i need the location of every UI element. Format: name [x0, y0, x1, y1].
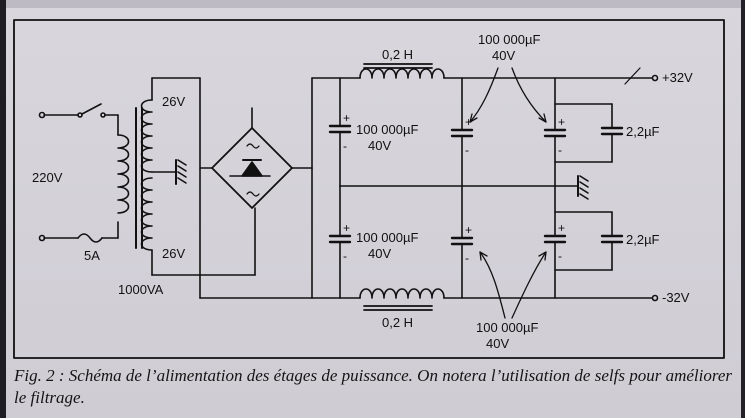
callout-arrows-bottom [479, 251, 547, 319]
svg-text:+: + [343, 111, 350, 125]
svg-text:-: - [343, 249, 347, 263]
label-cap-main-bottom-1: 100 000µF [356, 230, 418, 245]
svg-text:+: + [465, 115, 472, 129]
label-output-positive: +32V [662, 70, 693, 85]
label-cap-callout-top-1: 100 000µF [478, 32, 540, 47]
svg-text:+: + [558, 221, 565, 235]
svg-text:+: + [558, 115, 565, 129]
label-cap-main-top-1: 100 000µF [356, 122, 418, 137]
primary-winding [117, 134, 130, 214]
left-edge [0, 0, 6, 418]
label-cap-small-bottom: 2,2µF [626, 232, 660, 247]
primary-circuit [38, 103, 130, 243]
label-cap-main-top-2: 40V [368, 138, 391, 153]
right-edge [741, 0, 745, 418]
figure-caption: Fig. 2 : Schéma de l’alimentation des ét… [14, 366, 732, 407]
label-transformer-power: 1000VA [118, 282, 164, 297]
label-cap-callout-top-2: 40V [492, 48, 515, 63]
capacitor-out-bottom [543, 185, 567, 299]
label-cap-callout-bottom-1: 100 000µF [476, 320, 538, 335]
capacitor-mid-bottom [450, 185, 474, 299]
label-fuse: 5A [84, 248, 100, 263]
secondary-winding-top [140, 99, 153, 173]
secondary-circuit [140, 77, 256, 299]
capacitor-input-top [328, 77, 352, 187]
capacitor-out-top [543, 77, 567, 187]
terminal-negative [651, 294, 659, 302]
svg-text:-: - [465, 143, 469, 157]
svg-text:-: - [465, 251, 469, 265]
terminal-positive [651, 74, 659, 82]
fuse [77, 233, 103, 243]
svg-text:+: + [465, 223, 472, 237]
label-secondary-bottom: 26V [162, 246, 185, 261]
label-output-negative: -32V [662, 290, 690, 305]
capacitor-small-top [554, 103, 624, 163]
top-strip [0, 0, 745, 8]
polarity-marks: + - + - + - + - + - + - [343, 111, 565, 265]
inductor-top [359, 68, 445, 79]
bridge-rectifier [199, 107, 313, 276]
svg-text:+: + [343, 221, 350, 235]
svg-text:-: - [558, 143, 562, 157]
label-cap-callout-bottom-2: 40V [486, 336, 509, 351]
svg-text:-: - [343, 139, 347, 153]
label-mains-voltage: 220V [32, 170, 63, 185]
capacitor-input-bottom [328, 185, 352, 299]
schematic-border [13, 19, 725, 359]
label-cap-main-bottom-2: 40V [368, 246, 391, 261]
label-cap-small-top: 2,2µF [626, 124, 660, 139]
inductor-bottom [359, 288, 445, 299]
capacitor-mid-top [450, 77, 474, 187]
capacitor-small-bottom [554, 211, 624, 271]
secondary-winding-bottom [140, 177, 153, 251]
svg-text:-: - [558, 249, 562, 263]
callout-arrows-top [469, 67, 547, 123]
mains-switch [81, 103, 102, 115]
label-inductor-bottom: 0,2 H [382, 315, 413, 330]
label-secondary-top: 26V [162, 94, 185, 109]
label-inductor-top: 0,2 H [382, 47, 413, 62]
